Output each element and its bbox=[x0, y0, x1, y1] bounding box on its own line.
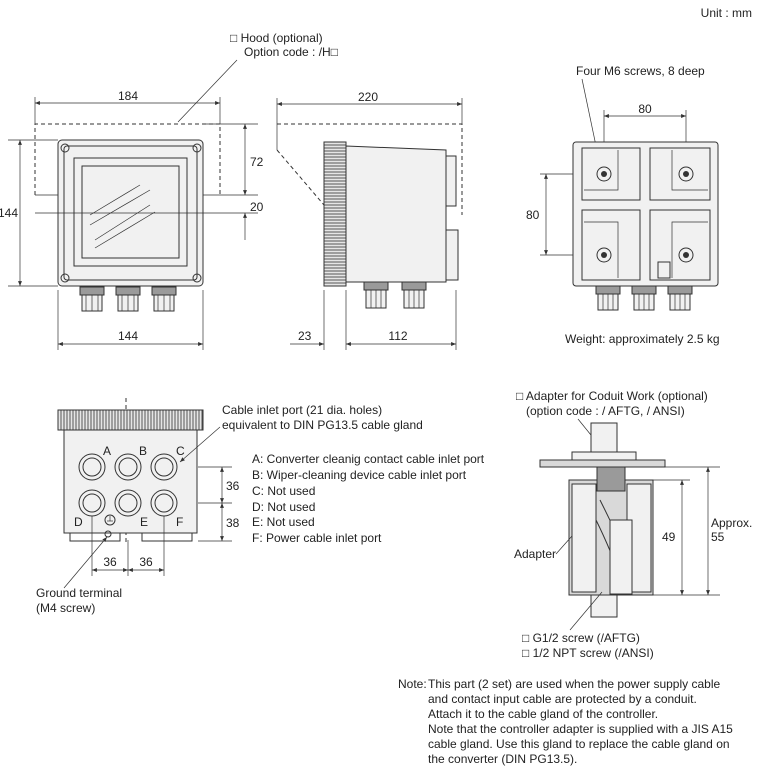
inlet-title: Cable inlet port (21 dia. holes) bbox=[222, 403, 382, 417]
side-bezel bbox=[323, 141, 347, 287]
dim-20: 20 bbox=[250, 200, 264, 214]
adapter-label: Adapter bbox=[514, 547, 556, 561]
legend-a: A: Converter cleanig contact cable inlet… bbox=[252, 452, 485, 466]
side-hood-outline bbox=[277, 123, 463, 215]
rear-view: Four M6 screws, 8 deep 80 80 Weight: app bbox=[526, 64, 720, 346]
port-letter-a: A bbox=[103, 444, 111, 458]
dim-36-v: 36 bbox=[226, 479, 240, 493]
ground-label-1: Ground terminal bbox=[36, 586, 122, 600]
dim-220: 220 bbox=[358, 90, 378, 104]
dim-36-h1: 36 bbox=[103, 555, 117, 569]
side-housing bbox=[345, 145, 447, 283]
adapter-title-2: (option code : / AFTG, / ANSI) bbox=[526, 404, 685, 418]
approx-55: 55 bbox=[711, 530, 725, 544]
dim-49: 49 bbox=[662, 530, 676, 544]
unit-label: Unit : mm bbox=[701, 6, 752, 20]
port-letter-b: B bbox=[139, 444, 147, 458]
legend-c: C: Not used bbox=[252, 484, 315, 498]
legend-b: B: Wiper-cleaning device cable inlet por… bbox=[252, 468, 467, 482]
hood-outline bbox=[34, 123, 221, 195]
port-letter-c: C bbox=[176, 444, 185, 458]
dim-80-v: 80 bbox=[526, 208, 540, 222]
dim-38-v: 38 bbox=[226, 516, 240, 530]
dim-80-h: 80 bbox=[638, 102, 652, 116]
hood-label: □ Hood (optional) bbox=[230, 31, 323, 45]
adapter-detail: □ Adapter for Coduit Work (optional) (op… bbox=[514, 389, 752, 660]
port-legend: A: Converter cleanig contact cable inlet… bbox=[252, 452, 485, 545]
rear-screws bbox=[596, 166, 694, 263]
ground-label-2: (M4 screw) bbox=[36, 601, 95, 615]
side-view: 220 23 112 bbox=[276, 90, 463, 350]
dim-72: 72 bbox=[250, 155, 264, 169]
hood-option-code: Option code : /H□ bbox=[244, 45, 338, 59]
inlet-sub: equivalent to DIN PG13.5 cable gland bbox=[222, 418, 423, 432]
note-line-2: and contact input cable are protected by… bbox=[428, 692, 697, 706]
dim-144-left: 144 bbox=[0, 206, 18, 220]
bottom-bezel bbox=[57, 409, 204, 431]
conduit-bottom bbox=[590, 594, 618, 618]
adapter-title-1: □ Adapter for Coduit Work (optional) bbox=[516, 389, 708, 403]
screws-label: Four M6 screws, 8 deep bbox=[576, 64, 705, 78]
legend-e: E: Not used bbox=[252, 515, 315, 529]
display-window bbox=[73, 157, 188, 267]
bottom-view: A B C D E F Cable inlet port (21 dia. ho… bbox=[36, 398, 423, 615]
rear-housing bbox=[572, 141, 719, 287]
dim-112: 112 bbox=[388, 329, 407, 343]
dim-184: 184 bbox=[118, 89, 138, 103]
dim-144-bottom: 144 bbox=[118, 329, 138, 343]
cable-ports bbox=[78, 453, 178, 517]
ground-icon bbox=[104, 514, 116, 526]
note-line-5: cable gland. Use this gland to replace t… bbox=[428, 737, 730, 751]
port-letter-d: D bbox=[74, 515, 83, 529]
front-glands bbox=[79, 286, 177, 312]
approx-label: Approx. bbox=[711, 516, 752, 530]
dim-36-h2: 36 bbox=[139, 555, 153, 569]
note-line-4: Note that the controller adapter is supp… bbox=[428, 722, 733, 736]
front-view: □ Hood (optional) Option code : /H□ 184 bbox=[0, 31, 338, 350]
screw-npt: □ 1/2 NPT screw (/ANSI) bbox=[522, 646, 654, 660]
note-line-1: This part (2 set) are used when the powe… bbox=[428, 677, 721, 691]
note-line-6: the converter (DIN PG13.5). bbox=[428, 752, 578, 766]
note-prefix: Note: bbox=[398, 677, 427, 691]
port-letter-e: E bbox=[140, 515, 148, 529]
legend-d: D: Not used bbox=[252, 500, 315, 514]
port-letter-f: F bbox=[176, 515, 183, 529]
weight-label: Weight: approximately 2.5 kg bbox=[565, 332, 720, 346]
note-line-3: Attach it to the cable gland of the cont… bbox=[428, 707, 659, 721]
hood-leader bbox=[177, 59, 238, 123]
screw-g12: □ G1/2 screw (/AFTG) bbox=[522, 631, 640, 645]
dim-23: 23 bbox=[298, 329, 312, 343]
legend-f: F: Power cable inlet port bbox=[252, 531, 382, 545]
